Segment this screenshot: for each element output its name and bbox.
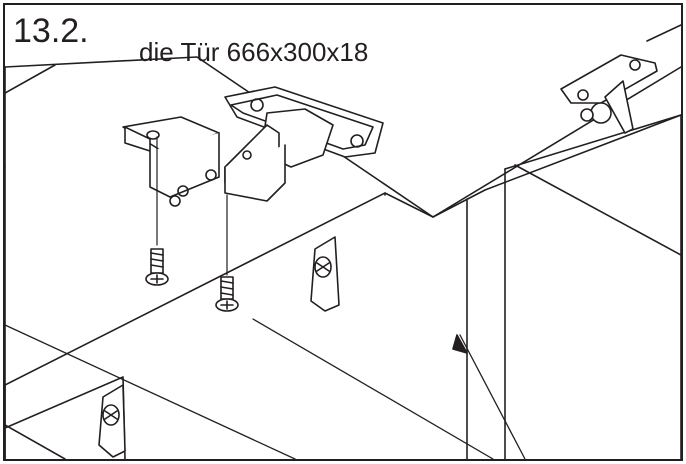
door-lower-edge <box>5 376 126 459</box>
wall-bracket-icon <box>560 54 658 134</box>
assembly-drawing <box>5 24 681 459</box>
door-panel <box>5 64 434 459</box>
screw-icon <box>145 136 239 312</box>
shelf-support-icon <box>98 236 340 458</box>
direction-arrow-icon <box>452 334 468 354</box>
part-caption: die Tür 666x300x18 <box>139 37 369 67</box>
reference-lines <box>5 318 526 459</box>
step-number: 13.2. <box>13 12 89 50</box>
hinge-mounting-plate-icon <box>122 116 220 207</box>
hinge-cup-icon <box>224 86 384 202</box>
side-cabinet <box>432 24 681 459</box>
instruction-frame: 13.2. die Tür 666x300x18 <box>3 3 683 461</box>
